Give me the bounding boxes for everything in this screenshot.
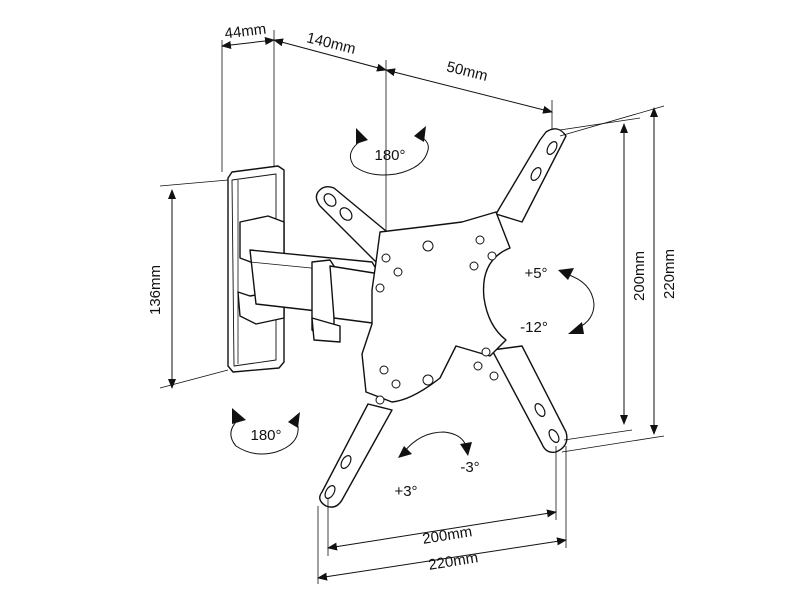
dim-vesa-horizontal-outer-label: 220mm bbox=[427, 549, 479, 574]
dim-arm-length-label: 140mm bbox=[305, 29, 358, 58]
extension-lines bbox=[159, 30, 665, 584]
rotation-arrow-icon bbox=[558, 268, 574, 280]
tilt-down-label: -12° bbox=[520, 319, 548, 336]
tilt-indicator: +5° -12° bbox=[520, 265, 595, 336]
rotation-arrow-icon bbox=[356, 128, 368, 144]
rotation-arrow-icon bbox=[460, 442, 472, 456]
tilt-up-label: +5° bbox=[524, 265, 547, 282]
swivel-top-label: 180° bbox=[374, 147, 405, 164]
swivel-wall-label: 180° bbox=[250, 427, 281, 444]
swivel-top-indicator: 180° bbox=[349, 126, 429, 176]
rotation-arrow-icon bbox=[398, 446, 412, 458]
rotation-arrow-icon bbox=[568, 322, 584, 334]
dim-wall-plate-height-label: 136mm bbox=[147, 265, 164, 315]
rotation-indicator: +3° -3° bbox=[394, 431, 480, 500]
dim-wall-depth-label: 44mm bbox=[224, 21, 267, 43]
rotate-plus-label: +3° bbox=[394, 483, 417, 500]
vesa-bracket bbox=[315, 128, 568, 508]
dimension-lines bbox=[168, 37, 658, 581]
swivel-wall-indicator: 180° bbox=[230, 408, 300, 455]
dimension-labels: 44mm 140mm 50mm 136mm 200mm 220mm 200mm … bbox=[147, 21, 678, 574]
dim-vesa-vertical-inner-label: 200mm bbox=[631, 251, 648, 301]
rotate-minus-label: -3° bbox=[460, 459, 479, 476]
dim-swivel-offset-label: 50mm bbox=[445, 58, 490, 85]
dim-vesa-horizontal-inner-label: 200mm bbox=[421, 523, 473, 548]
rotation-arrow-icon bbox=[288, 412, 300, 428]
rotation-arrow-icon bbox=[232, 408, 246, 424]
dim-vesa-vertical-outer-label: 220mm bbox=[661, 249, 678, 299]
rotation-arrow-icon bbox=[414, 126, 426, 142]
